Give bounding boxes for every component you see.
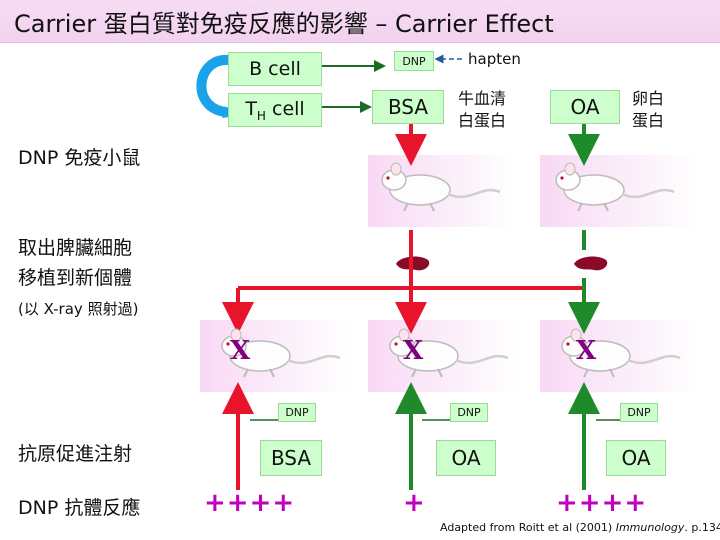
bsa-top-box: BSA xyxy=(372,90,444,124)
recipient-1-dnp-box: DNP xyxy=(278,403,316,422)
dnp-mouse-label: DNP 免疫小鼠 xyxy=(18,147,141,169)
b-cell-label: B cell xyxy=(249,58,301,80)
antibody-response-label: DNP 抗體反應 xyxy=(18,497,141,519)
th-cell-box: TH cell xyxy=(228,93,322,127)
red-distribution-lines xyxy=(222,230,584,334)
xray-label: (以 X-ray 照射過) xyxy=(18,300,139,318)
antigen-injection-label: 抗原促進注射 xyxy=(18,443,133,465)
response-1-plus: ++++ xyxy=(204,488,296,518)
recipient-1-carrier-label: BSA xyxy=(270,446,312,470)
th-cell-label: TH cell xyxy=(245,97,305,123)
dnp-top-box: DNP xyxy=(394,51,434,71)
oa-description: 卵白 蛋白 xyxy=(632,89,665,130)
recipient-2-carrier-box: OA xyxy=(436,440,496,476)
oa-top-box: OA xyxy=(550,90,620,124)
response-3-plus: ++++ xyxy=(556,488,648,518)
xray-mark-1: X xyxy=(230,336,251,366)
recipient-1-dnp-label: DNP xyxy=(285,406,309,419)
recipient-2-dnp-box: DNP xyxy=(450,403,488,422)
response-2-plus: + xyxy=(403,488,425,518)
transfer-label-line1: 取出脾臟細胞 xyxy=(18,237,133,259)
recipient-3-carrier-box: OA xyxy=(606,440,666,476)
b-cell-box: B cell xyxy=(228,52,322,86)
xray-mark-3: X xyxy=(576,336,597,366)
recipient-3-dnp-label: DNP xyxy=(627,406,651,419)
recipient-1-carrier-box: BSA xyxy=(260,440,322,476)
title-bar xyxy=(0,0,720,43)
hapten-label: hapten xyxy=(468,50,521,68)
recipient-2-carrier-label: OA xyxy=(451,446,481,470)
recipient-3-carrier-label: OA xyxy=(621,446,651,470)
bsa-description: 牛血清 白蛋白 xyxy=(458,89,507,130)
page-title: Carrier 蛋白質對免疫反應的影響 – Carrier Effect xyxy=(14,10,554,38)
transfer-label-line2: 移植到新個體 xyxy=(18,267,133,289)
bsa-top-label: BSA xyxy=(387,95,429,119)
recipient-2-dnp-label: DNP xyxy=(457,406,481,419)
spleen-oa-icon xyxy=(574,256,608,271)
xray-mark-2: X xyxy=(403,336,424,366)
donor-mouse-bsa-icon xyxy=(380,161,502,213)
donor-mouse-oa-icon xyxy=(554,161,676,213)
recipient-3-dnp-box: DNP xyxy=(620,403,658,422)
oa-top-label: OA xyxy=(570,95,600,119)
source-credit: Adapted from Roitt et al (2001) Immunolo… xyxy=(440,521,720,534)
dnp-top-label: DNP xyxy=(402,54,426,68)
